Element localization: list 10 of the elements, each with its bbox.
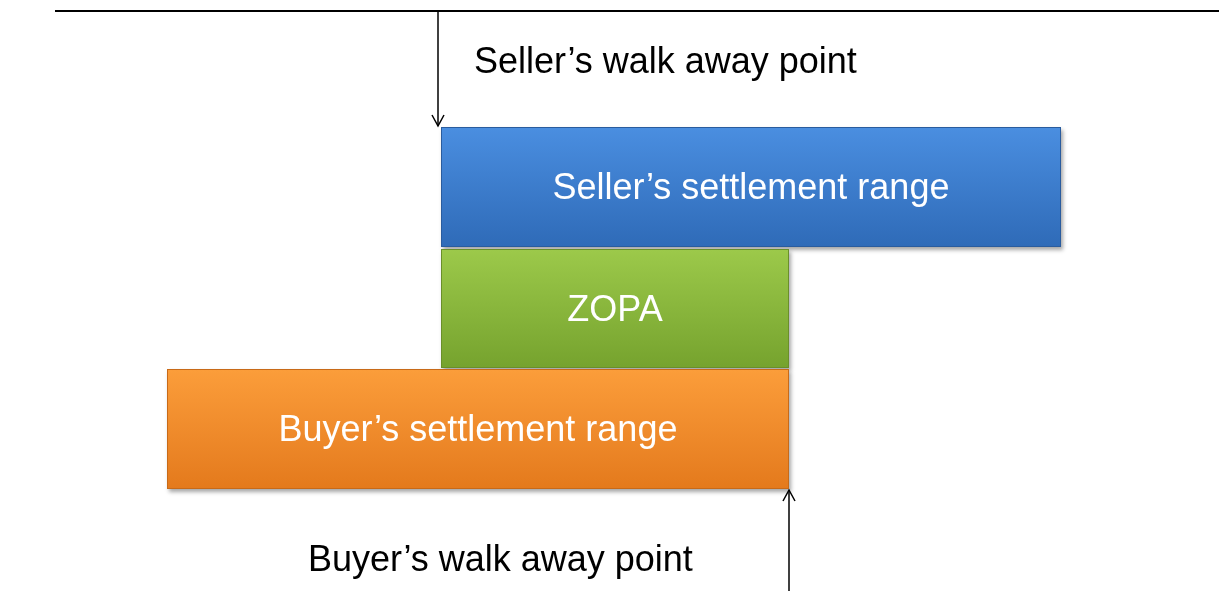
arrow: [431, 11, 445, 127]
range-bar: [441, 249, 789, 368]
bar-label: Buyer’s settlement range: [278, 407, 678, 451]
range-bar: [167, 369, 789, 489]
bar-label: Seller’s settlement range: [552, 165, 950, 209]
bar-label: ZOPA: [567, 286, 663, 331]
walk-away-label: Seller’s walk away point: [474, 39, 857, 83]
range-bar: [441, 127, 1061, 247]
arrow: [782, 489, 796, 591]
walk-away-label: Buyer’s walk away point: [308, 537, 693, 581]
